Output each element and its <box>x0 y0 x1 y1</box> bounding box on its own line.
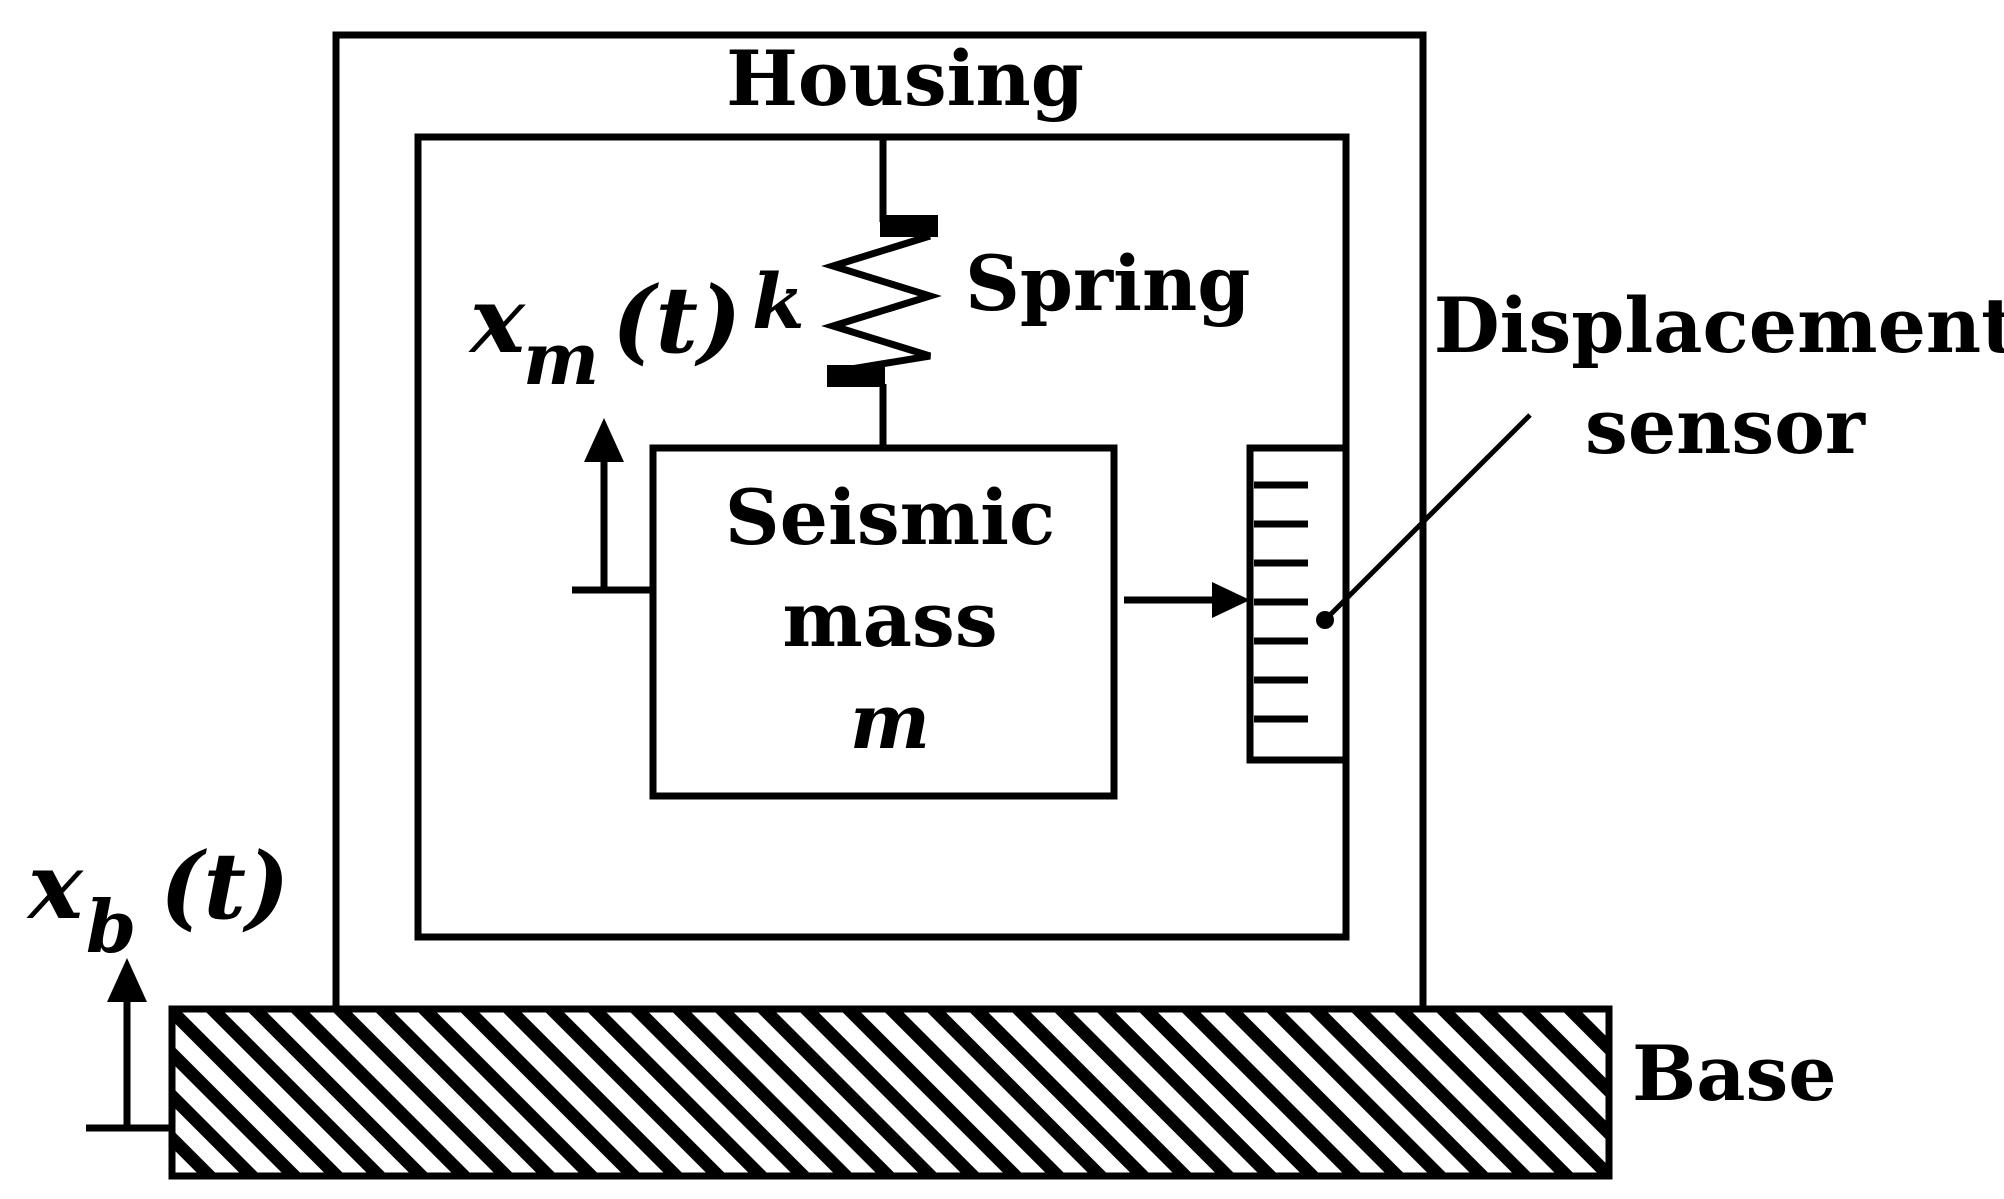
seismic-mass-label-line1: Seismic <box>725 473 1055 562</box>
xb-argument: (t) <box>160 832 290 940</box>
base-block <box>168 1005 1613 1180</box>
xb-arrow <box>86 958 172 1132</box>
displacement-sensor-label-line1: Displacement <box>1434 281 2004 370</box>
mass-sensor-arrow <box>1124 582 1250 618</box>
xb-label: x b (t) <box>26 832 290 969</box>
displacement-sensor-label-line2: sensor <box>1585 382 1866 471</box>
xb-main: x <box>26 832 84 940</box>
xm-label: x m (t) <box>468 266 742 401</box>
spring-constant-label: k <box>752 257 805 346</box>
xm-subscript: m <box>523 316 599 401</box>
seismic-mass-block <box>649 444 1118 800</box>
spring-label: Spring <box>965 239 1250 328</box>
xm-arrow <box>572 418 653 594</box>
displacement-sensor <box>1246 444 1350 764</box>
xm-main: x <box>468 266 526 374</box>
base-label: Base <box>1632 1029 1837 1118</box>
seismic-mass-label-line2: mass <box>782 575 997 664</box>
sensor-leader-line <box>1316 413 1532 629</box>
xm-argument: (t) <box>612 266 742 374</box>
xb-subscript: b <box>86 884 136 969</box>
mass-symbol-label: m <box>850 677 930 766</box>
housing-label: Housing <box>726 34 1084 123</box>
spring <box>821 137 942 448</box>
